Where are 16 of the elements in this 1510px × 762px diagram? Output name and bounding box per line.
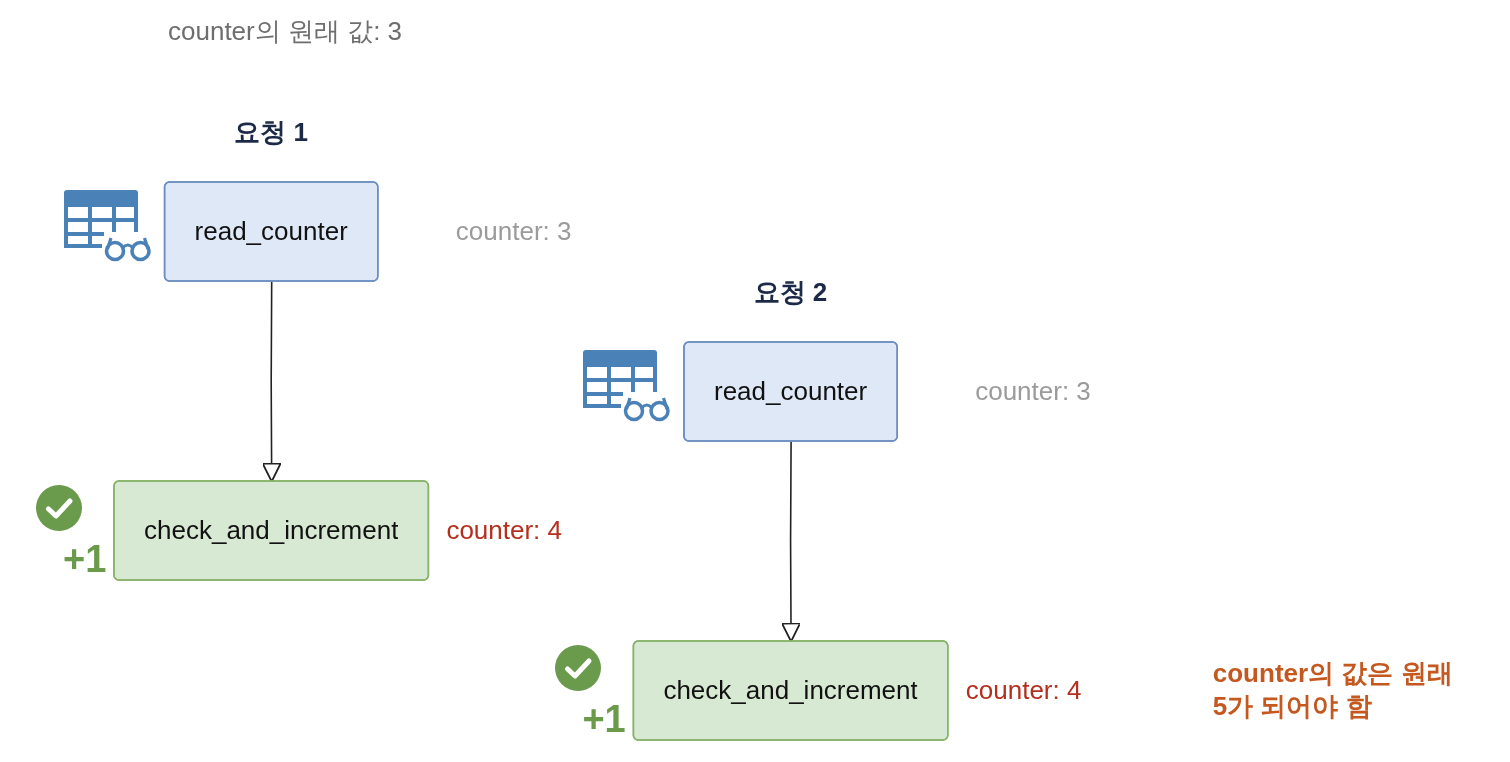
increment-label: +1 [63,540,107,578]
arrow [261,280,282,483]
state-label: counter: 3 [975,376,1091,408]
process-box: check_and_increment [113,480,430,581]
increment-label: +1 [582,700,626,738]
arrow [781,440,801,643]
note-text: counter의 원래 값: 3 [168,16,403,48]
column-heading: 요청 1 [234,117,308,149]
column-heading: 요청 2 [753,277,828,309]
process-box: read_counter [163,181,379,282]
process-box: check_and_increment [632,640,949,741]
state-label: counter: 4 [965,675,1082,707]
state-label: counter: 4 [446,515,563,547]
process-box: read_counter [683,341,898,442]
warning-note: counter의 값은 원래 5가 되어야 함 [1212,656,1454,724]
state-label: counter: 3 [455,216,572,248]
